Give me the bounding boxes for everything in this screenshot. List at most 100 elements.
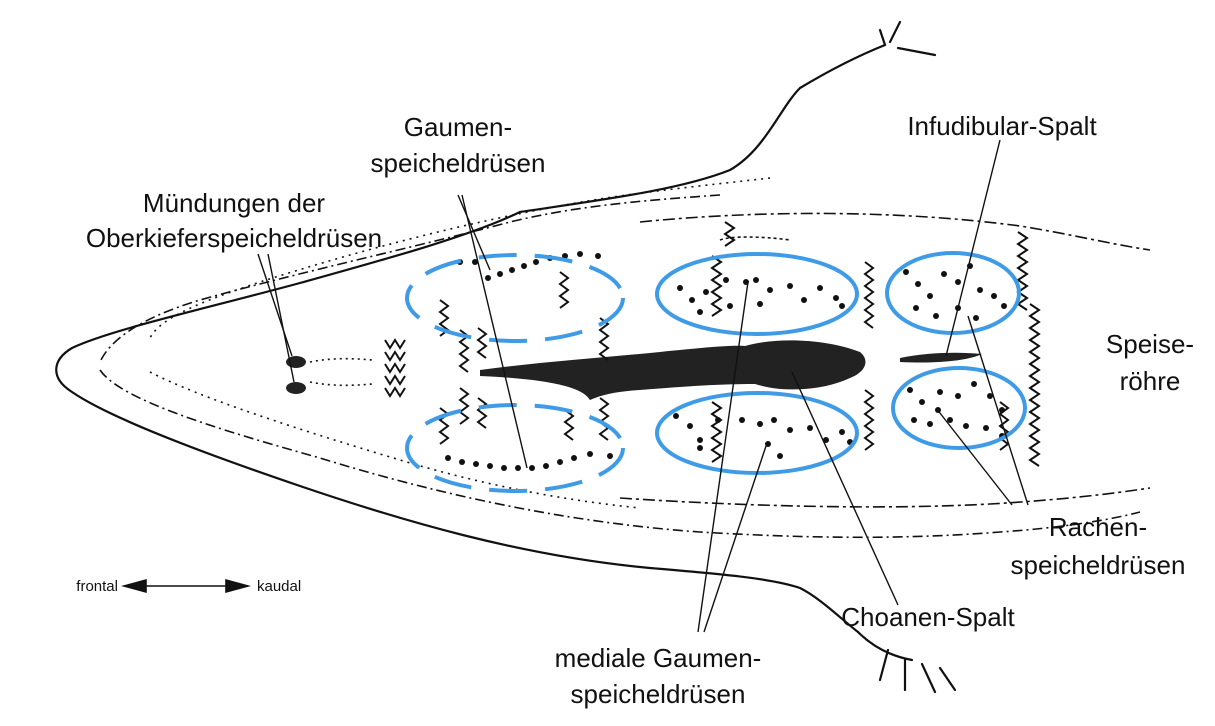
papilla-zigzag [460,388,468,424]
label-infudibular: Infudibular-Spalt [907,111,1097,141]
rachen-gland-lower-ellipse [893,368,1025,448]
gland-dot [587,451,593,457]
gland-dot [941,271,947,277]
gland-dot [739,417,745,423]
gland-dot [927,421,933,427]
rachen-gland-upper-ellipse [887,253,1019,333]
gland-dot [697,445,703,451]
gland-dot [673,413,679,419]
label-speise-line1: Speise- [1106,329,1194,359]
gaumen-gland-upper-ellipse [407,255,623,341]
gland-dot [771,417,777,423]
gland-dot [817,285,823,291]
gland-dot [757,421,763,427]
gland-dot [497,271,503,277]
gland-openings [286,356,306,394]
gland-dot [487,463,493,469]
papilla-zigzag [865,390,873,450]
papilla-zigzag [385,340,405,348]
gland-dot [913,305,919,311]
gland-dot [767,287,773,293]
gland-dot [971,381,977,387]
gland-dot [999,407,1005,413]
label-rachen-line2: speicheldrüsen [1011,550,1186,580]
gland-dot [753,277,759,283]
gland-dot [543,463,549,469]
papilla-zigzag [712,402,721,462]
papilla-zigzag [560,272,568,308]
medial-gland-lower-ellipse [657,393,857,473]
gland-dot [677,285,683,291]
gland-dot [595,253,601,259]
gland-dot [927,293,933,299]
label-rachen-line1: Rachen- [1049,512,1147,542]
gland-dot [577,251,583,257]
gland-dot [833,295,839,301]
gland-dot [973,315,979,321]
gland-dot [727,303,733,309]
gland-dot [529,465,535,471]
gland-dot [607,453,613,459]
gland-dot [937,389,943,395]
gland-dot [955,393,961,399]
gland-dot [473,461,479,467]
gland-dot [459,459,465,465]
papilla-zigzag [725,222,734,246]
gland-dot [485,275,491,281]
papilla-zigzag [1030,304,1039,466]
papilla-zigzag [865,262,873,328]
gland-dot [557,459,563,465]
gland-dot [963,423,969,429]
medial-gland-upper-ellipse [657,254,857,334]
gland-dot [703,289,709,295]
gland-dot [807,425,813,431]
label-medial-line2: speicheldrüsen [571,679,746,709]
gland-dot [723,277,729,283]
gland-dot [715,417,721,423]
papilla-zigzag [385,376,405,384]
gland-dot [757,301,763,307]
papilla-zigzag [712,256,721,316]
gland-dot [571,455,577,461]
gland-dot [787,427,793,433]
label-muendungen-line1: Mündungen der [143,188,325,218]
label-muendungen-line2: Oberkieferspeicheldrüsen [86,223,382,253]
label-frontal: frontal [76,578,118,595]
gland-dot [697,309,703,315]
gland-dot [991,293,997,299]
gland-dot [509,267,515,273]
label-gaumen-line1: Gaumen- [404,112,512,142]
gland-dot [907,387,913,393]
papilla-zigzag [478,398,486,428]
label-kaudal: kaudal [257,578,301,595]
gland-dot [903,269,909,275]
papilla-zigzag [565,410,573,440]
gland-dot [777,453,783,459]
gland-dot [697,437,703,443]
gland-dot [533,259,539,265]
gland-dot [689,297,695,303]
label-gaumen-line2: speicheldrüsen [371,148,546,178]
papilla-zigzag [385,352,405,360]
gland-dot [445,455,451,461]
gland-dot [787,283,793,289]
papilla-zigzag [385,388,405,396]
gland-dot [911,417,917,423]
gland-dot [801,297,807,303]
gland-dot [687,423,693,429]
gland-dot [983,425,989,431]
gland-dot [955,279,961,285]
label-medial-line1: mediale Gaumen- [555,643,762,673]
label-speise-line2: röhre [1120,366,1181,396]
label-choanen: Choanen-Spalt [841,602,1015,632]
gland-dot [839,303,845,309]
papilla-zigzag [385,364,405,372]
gland-dot [521,263,527,269]
papilla-zigzag [478,328,486,358]
gland-dot [977,287,983,293]
gland-dot [501,465,507,471]
direction-arrow [124,580,248,592]
choanal-slit [480,340,982,400]
